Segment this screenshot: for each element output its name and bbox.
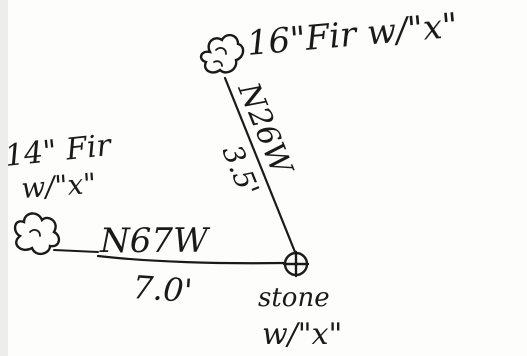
tree-left-icon: [13, 212, 61, 256]
stone-label-line1: stone: [258, 283, 330, 313]
tree-top-label: 16"Fir w/"x": [245, 6, 459, 64]
stone-icon: [282, 250, 310, 278]
horizontal-bearing-label: N67W: [99, 221, 211, 261]
line-horizontal-left: [53, 249, 99, 253]
paper-edge-shadow: [0, 0, 8, 356]
horizontal-distance-label: 7.0': [131, 268, 193, 310]
stone-label-line2: w/"x": [262, 317, 342, 352]
tree-left-label-line2: w/"x": [20, 167, 97, 205]
line-diagonal: [223, 76, 297, 254]
tree-top-icon: [199, 33, 245, 74]
line-horizontal: [96, 254, 286, 265]
tree-left-label-line1: 14" Fir: [3, 128, 114, 174]
